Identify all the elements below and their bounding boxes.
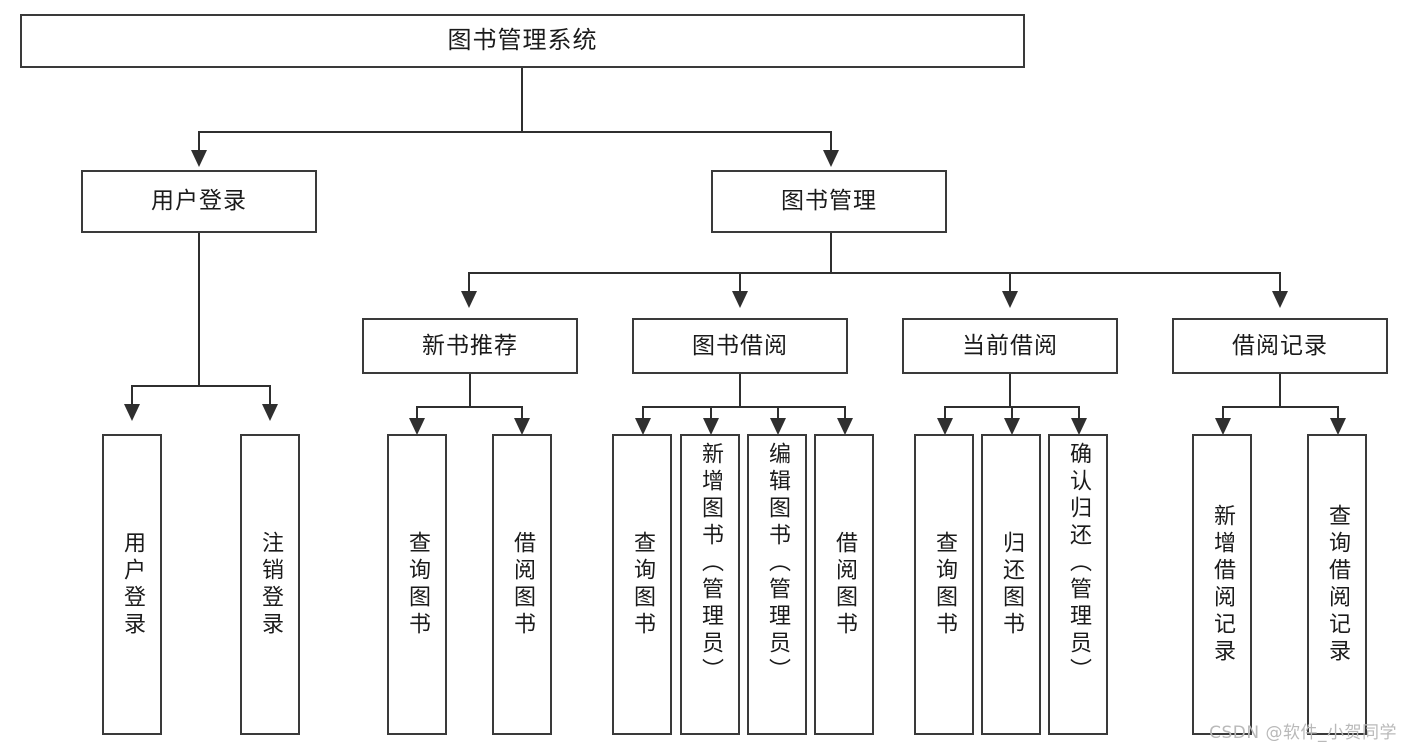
node-label: 查询图书 [932,530,957,639]
leaf-borrow-book[interactable]: 借阅图书 [814,434,874,735]
node-label: 用户登录 [151,188,247,215]
arrow-leaf-c2 [1004,418,1020,435]
node-label: 确认归还（管理员） [1066,442,1091,685]
connector-new-book-stem [469,374,471,407]
node-current-borrow[interactable]: 当前借阅 [902,318,1118,374]
connector-drop-borrow-record [1279,272,1281,292]
connector-drop-leaf-b3 [777,406,779,420]
node-label: 归还图书 [999,530,1024,639]
connector-user-login-stem [198,233,200,386]
leaf-query-book-newbook[interactable]: 查询图书 [387,434,447,735]
node-label: 注销登录 [258,530,283,639]
connector-drop-leaf-n2 [521,406,523,420]
node-label: 编辑图书（管理员） [765,442,790,685]
connector-drop-leaf-b4 [844,406,846,420]
arrow-leaf-u2 [262,404,278,421]
watermark-text: CSDN @软件_小贺同学 [1209,723,1397,743]
node-label: 图书借阅 [692,332,788,359]
arrow-leaf-b2 [703,418,719,435]
connector-drop-leaf-r1 [1222,406,1224,420]
connector-bus-book-borrow-leaves [642,406,846,408]
node-label: 新书推荐 [422,332,518,359]
leaf-return-book[interactable]: 归还图书 [981,434,1041,735]
arrow-borrow-record [1272,291,1288,308]
connector-bus-level3 [468,272,1280,274]
node-book-borrow[interactable]: 图书借阅 [632,318,848,374]
leaf-user-login[interactable]: 用户登录 [102,434,162,735]
connector-book-borrow-stem [739,374,741,407]
connector-drop-book-borrow [739,272,741,292]
arrow-leaf-n1 [409,418,425,435]
connector-bus-new-book-leaves [416,406,523,408]
arrow-current-borrow [1002,291,1018,308]
arrow-leaf-b1 [635,418,651,435]
connector-root-stem [521,68,523,132]
node-borrow-record[interactable]: 借阅记录 [1172,318,1388,374]
node-user-login[interactable]: 用户登录 [81,170,317,233]
connector-borrow-record-stem [1279,374,1281,407]
connector-drop-leaf-u1 [131,385,133,405]
leaf-borrow-book-newbook[interactable]: 借阅图书 [492,434,552,735]
connector-drop-leaf-b1 [642,406,644,420]
node-book-management[interactable]: 图书管理 [711,170,947,233]
node-label: 借阅图书 [510,530,535,639]
leaf-edit-book-admin[interactable]: 编辑图书（管理员） [747,434,807,735]
leaf-query-book-current[interactable]: 查询图书 [914,434,974,735]
connector-bus-borrow-record-leaves [1222,406,1339,408]
connector-drop-leaf-n1 [416,406,418,420]
node-label: 查询图书 [630,530,655,639]
node-label: 图书管理 [781,188,877,215]
connector-drop-leaf-u2 [269,385,271,405]
connector-drop-current-borrow [1009,272,1011,292]
connector-drop-user-login [198,131,200,151]
connector-drop-leaf-r2 [1337,406,1339,420]
arrow-book-borrow [732,291,748,308]
node-root-system[interactable]: 图书管理系统 [20,14,1025,68]
leaf-add-borrow-record[interactable]: 新增借阅记录 [1192,434,1252,735]
arrow-new-book [461,291,477,308]
connector-book-manage-stem [830,233,832,273]
arrow-book-manage [823,150,839,167]
leaf-query-book-borrow[interactable]: 查询图书 [612,434,672,735]
leaf-add-book-admin[interactable]: 新增图书（管理员） [680,434,740,735]
arrow-leaf-b4 [837,418,853,435]
leaf-logout[interactable]: 注销登录 [240,434,300,735]
node-label: 当前借阅 [962,332,1058,359]
node-label: 借阅记录 [1232,332,1328,359]
arrow-leaf-n2 [514,418,530,435]
connector-drop-book-manage [830,131,832,151]
connector-drop-leaf-b2 [710,406,712,420]
node-label: 借阅图书 [832,530,857,639]
connector-drop-leaf-c1 [944,406,946,420]
leaf-query-borrow-record[interactable]: 查询借阅记录 [1307,434,1367,735]
arrow-leaf-r1 [1215,418,1231,435]
arrow-leaf-u1 [124,404,140,421]
arrow-leaf-c3 [1071,418,1087,435]
connector-drop-new-book [468,272,470,292]
node-label: 图书管理系统 [447,26,598,55]
node-label: 新增借阅记录 [1210,503,1235,666]
arrow-leaf-b3 [770,418,786,435]
node-label: 查询图书 [405,530,430,639]
connector-bus-level2 [198,131,832,133]
arrow-leaf-c1 [937,418,953,435]
connector-current-borrow-stem [1009,374,1011,407]
node-label: 新增图书（管理员） [698,442,723,685]
connector-drop-leaf-c3 [1078,406,1080,420]
arrow-leaf-r2 [1330,418,1346,435]
arrow-user-login [191,150,207,167]
node-new-book-recommend[interactable]: 新书推荐 [362,318,578,374]
node-label: 用户登录 [120,530,145,639]
leaf-confirm-return-admin[interactable]: 确认归还（管理员） [1048,434,1108,735]
connector-drop-leaf-c2 [1011,406,1013,420]
node-label: 查询借阅记录 [1325,503,1350,666]
connector-bus-user-login-leaves [131,385,270,387]
